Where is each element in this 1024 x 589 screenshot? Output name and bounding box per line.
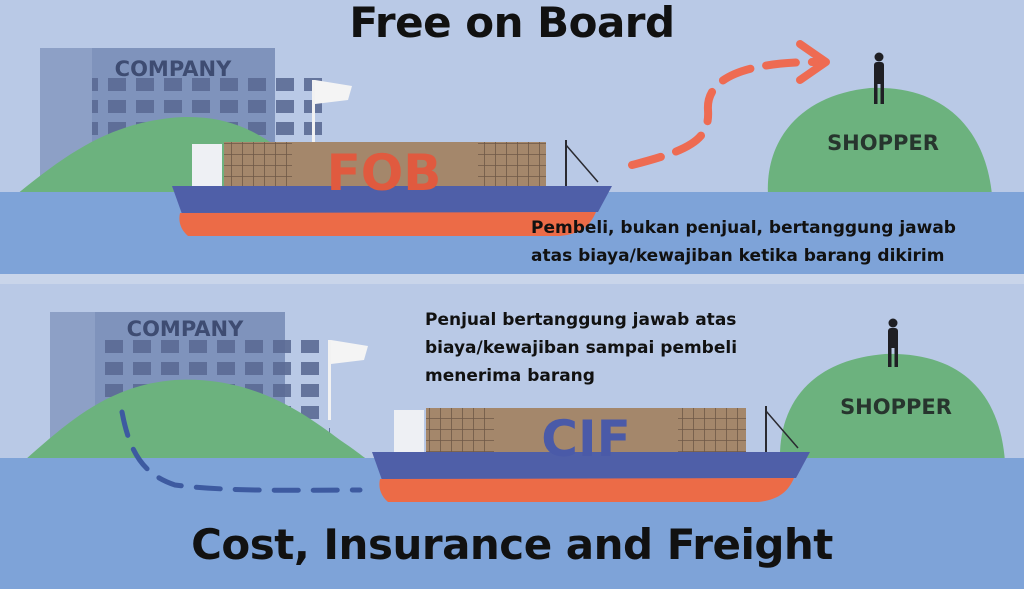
- cif-description: Penjual bertanggung jawab atas biaya/kew…: [425, 306, 737, 390]
- cif-company-hill: [25, 379, 368, 460]
- cif-flag-icon: [328, 340, 368, 420]
- fob-shopper-island: [767, 87, 992, 195]
- fob-description-line-2: atas biaya/kewajiban ketika barang dikir…: [531, 246, 945, 266]
- cif-ship-label: CIF: [541, 410, 630, 468]
- cif-shopper-island: [779, 353, 1005, 462]
- cif-description-line-2: biaya/kewajiban sampai pembeli: [425, 338, 738, 358]
- fob-title: Free on Board: [349, 0, 675, 47]
- cif-panel: COMPANY SHOPPER CIF: [0, 312, 1024, 589]
- panel-separator: [0, 274, 1024, 284]
- fob-description: Pembeli, bukan penjual, bertanggung jawa…: [531, 214, 956, 270]
- cif-description-line-1: Penjual bertanggung jawab atas: [425, 310, 737, 330]
- cif-title: Cost, Insurance and Freight: [191, 520, 833, 569]
- fob-description-line-1: Pembeli, bukan penjual, bertanggung jawa…: [531, 218, 956, 238]
- cif-description-line-3: menerima barang: [425, 366, 595, 386]
- fob-ship: FOB: [172, 140, 612, 236]
- fob-panel: COMPANY SHOPPER F: [0, 40, 1024, 280]
- fob-company-label: COMPANY: [115, 57, 232, 81]
- cif-shipping-route: [119, 409, 363, 493]
- fob-shopper-label: SHOPPER: [827, 131, 939, 155]
- cif-shopper-label: SHOPPER: [840, 395, 952, 419]
- fob-shopper-person-icon: [874, 52, 884, 104]
- cif-ship: CIF: [372, 406, 810, 502]
- fob-flag-icon: [312, 80, 352, 160]
- cif-company-label: COMPANY: [127, 317, 244, 341]
- fob-shipping-arrow: [628, 40, 830, 169]
- cif-shopper-person-icon: [888, 318, 898, 367]
- fob-ship-label: FOB: [327, 144, 442, 202]
